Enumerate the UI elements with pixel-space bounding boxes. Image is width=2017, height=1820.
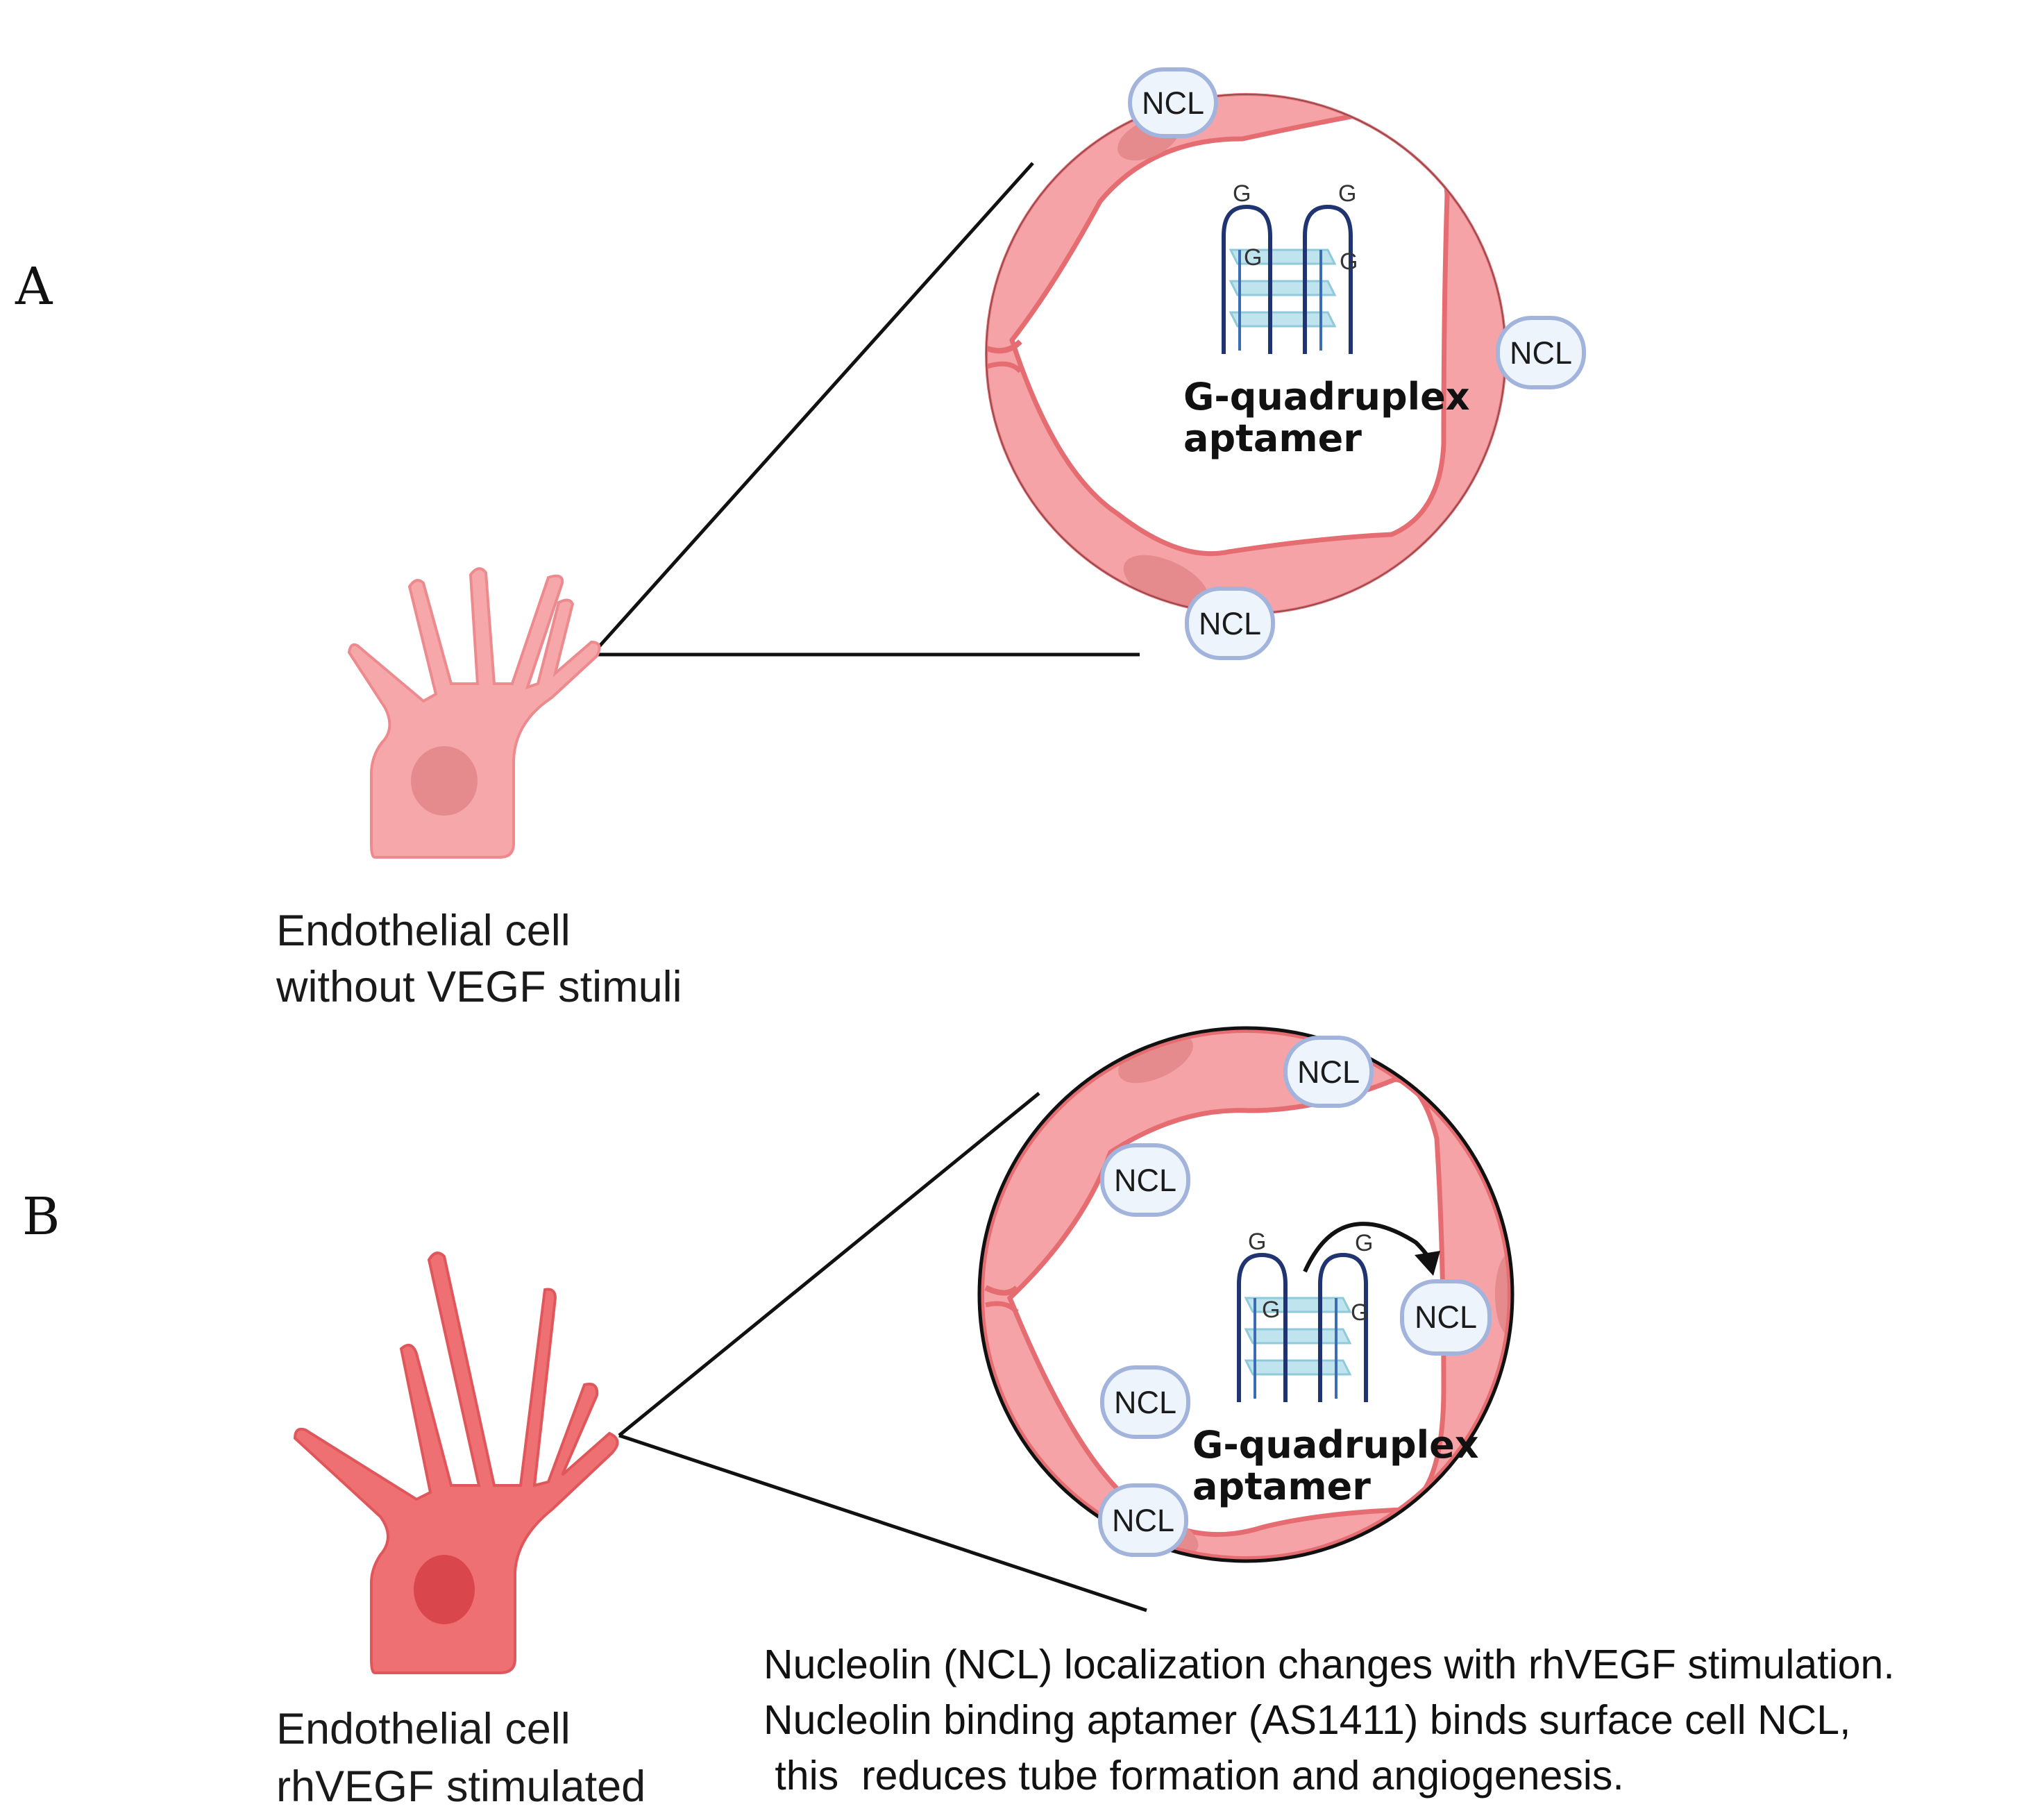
g-quadruplex-aptamer-b: G G G G: [1239, 1229, 1373, 1402]
svg-text:NCL: NCL: [1415, 1299, 1477, 1335]
svg-text:NCL: NCL: [1114, 1385, 1176, 1420]
aptamer-label-b-line-1: G-quadruplex: [1192, 1423, 1479, 1467]
ncl-badge: NCL: [1185, 587, 1275, 660]
description-line-3: this reduces tube formation and angiogen…: [763, 1753, 1624, 1798]
caption-a-line-1: Endothelial cell: [276, 907, 571, 955]
aptamer-label-b-line-2: aptamer: [1192, 1465, 1371, 1508]
nucleus-stimulated: [414, 1555, 475, 1624]
caption-b-line-1: Endothelial cell: [276, 1705, 571, 1753]
g-label: G: [1248, 1229, 1266, 1255]
ncl-badge: NCL: [1128, 67, 1218, 138]
endothelial-cell-unstimulated: [347, 567, 601, 859]
g-label: G: [1351, 1299, 1369, 1326]
panel-letter-a: A: [15, 257, 53, 317]
aptamer-label-a-line-1: G-quadruplex: [1183, 375, 1470, 419]
g-label: G: [1338, 180, 1356, 207]
vessel-cross-section-a: [985, 93, 1507, 615]
description-line-2: Nucleolin binding aptamer (AS1411) binds…: [763, 1697, 1851, 1743]
caption-b-line-2: rhVEGF stimulated: [276, 1762, 645, 1811]
aptamer-label-a-line-2: aptamer: [1183, 416, 1362, 460]
ncl-badge: NCL: [1283, 1036, 1374, 1108]
zoom-line-top-a: [596, 162, 1034, 650]
ncl-badge: NCL: [1100, 1365, 1190, 1439]
g-quadruplex-aptamer-a: G G G G: [1224, 180, 1358, 354]
nucleus-unstimulated: [411, 746, 478, 816]
binding-arrow: [1303, 1222, 1440, 1276]
g-label: G: [1244, 244, 1262, 271]
ncl-badge: NCL: [1098, 1483, 1188, 1557]
svg-text:NCL: NCL: [1199, 606, 1261, 641]
ncl-badge: NCL: [1496, 316, 1586, 389]
g-label: G: [1355, 1230, 1373, 1256]
cell-body-stimulated: [293, 1252, 619, 1674]
svg-text:NCL: NCL: [1112, 1503, 1174, 1538]
svg-text:NCL: NCL: [1114, 1163, 1176, 1198]
panel-letter-b: B: [22, 1187, 60, 1247]
cell-body-unstimulated: [347, 567, 601, 859]
g-label: G: [1340, 248, 1358, 275]
g-label: G: [1233, 180, 1251, 207]
zoom-line-top-b: [618, 1092, 1040, 1437]
caption-a-line-2: without VEGF stimuli: [276, 963, 682, 1011]
ncl-badge: NCL: [1400, 1279, 1492, 1356]
endothelial-cell-stimulated: [293, 1252, 619, 1674]
zoom-line-bottom-b: [618, 1433, 1147, 1612]
g-label: G: [1262, 1297, 1280, 1323]
description-line-1: Nucleolin (NCL) localization changes wit…: [763, 1642, 1895, 1687]
svg-text:NCL: NCL: [1142, 85, 1204, 121]
ncl-badge: NCL: [1100, 1143, 1190, 1217]
svg-text:NCL: NCL: [1510, 335, 1572, 371]
svg-text:NCL: NCL: [1297, 1054, 1360, 1090]
